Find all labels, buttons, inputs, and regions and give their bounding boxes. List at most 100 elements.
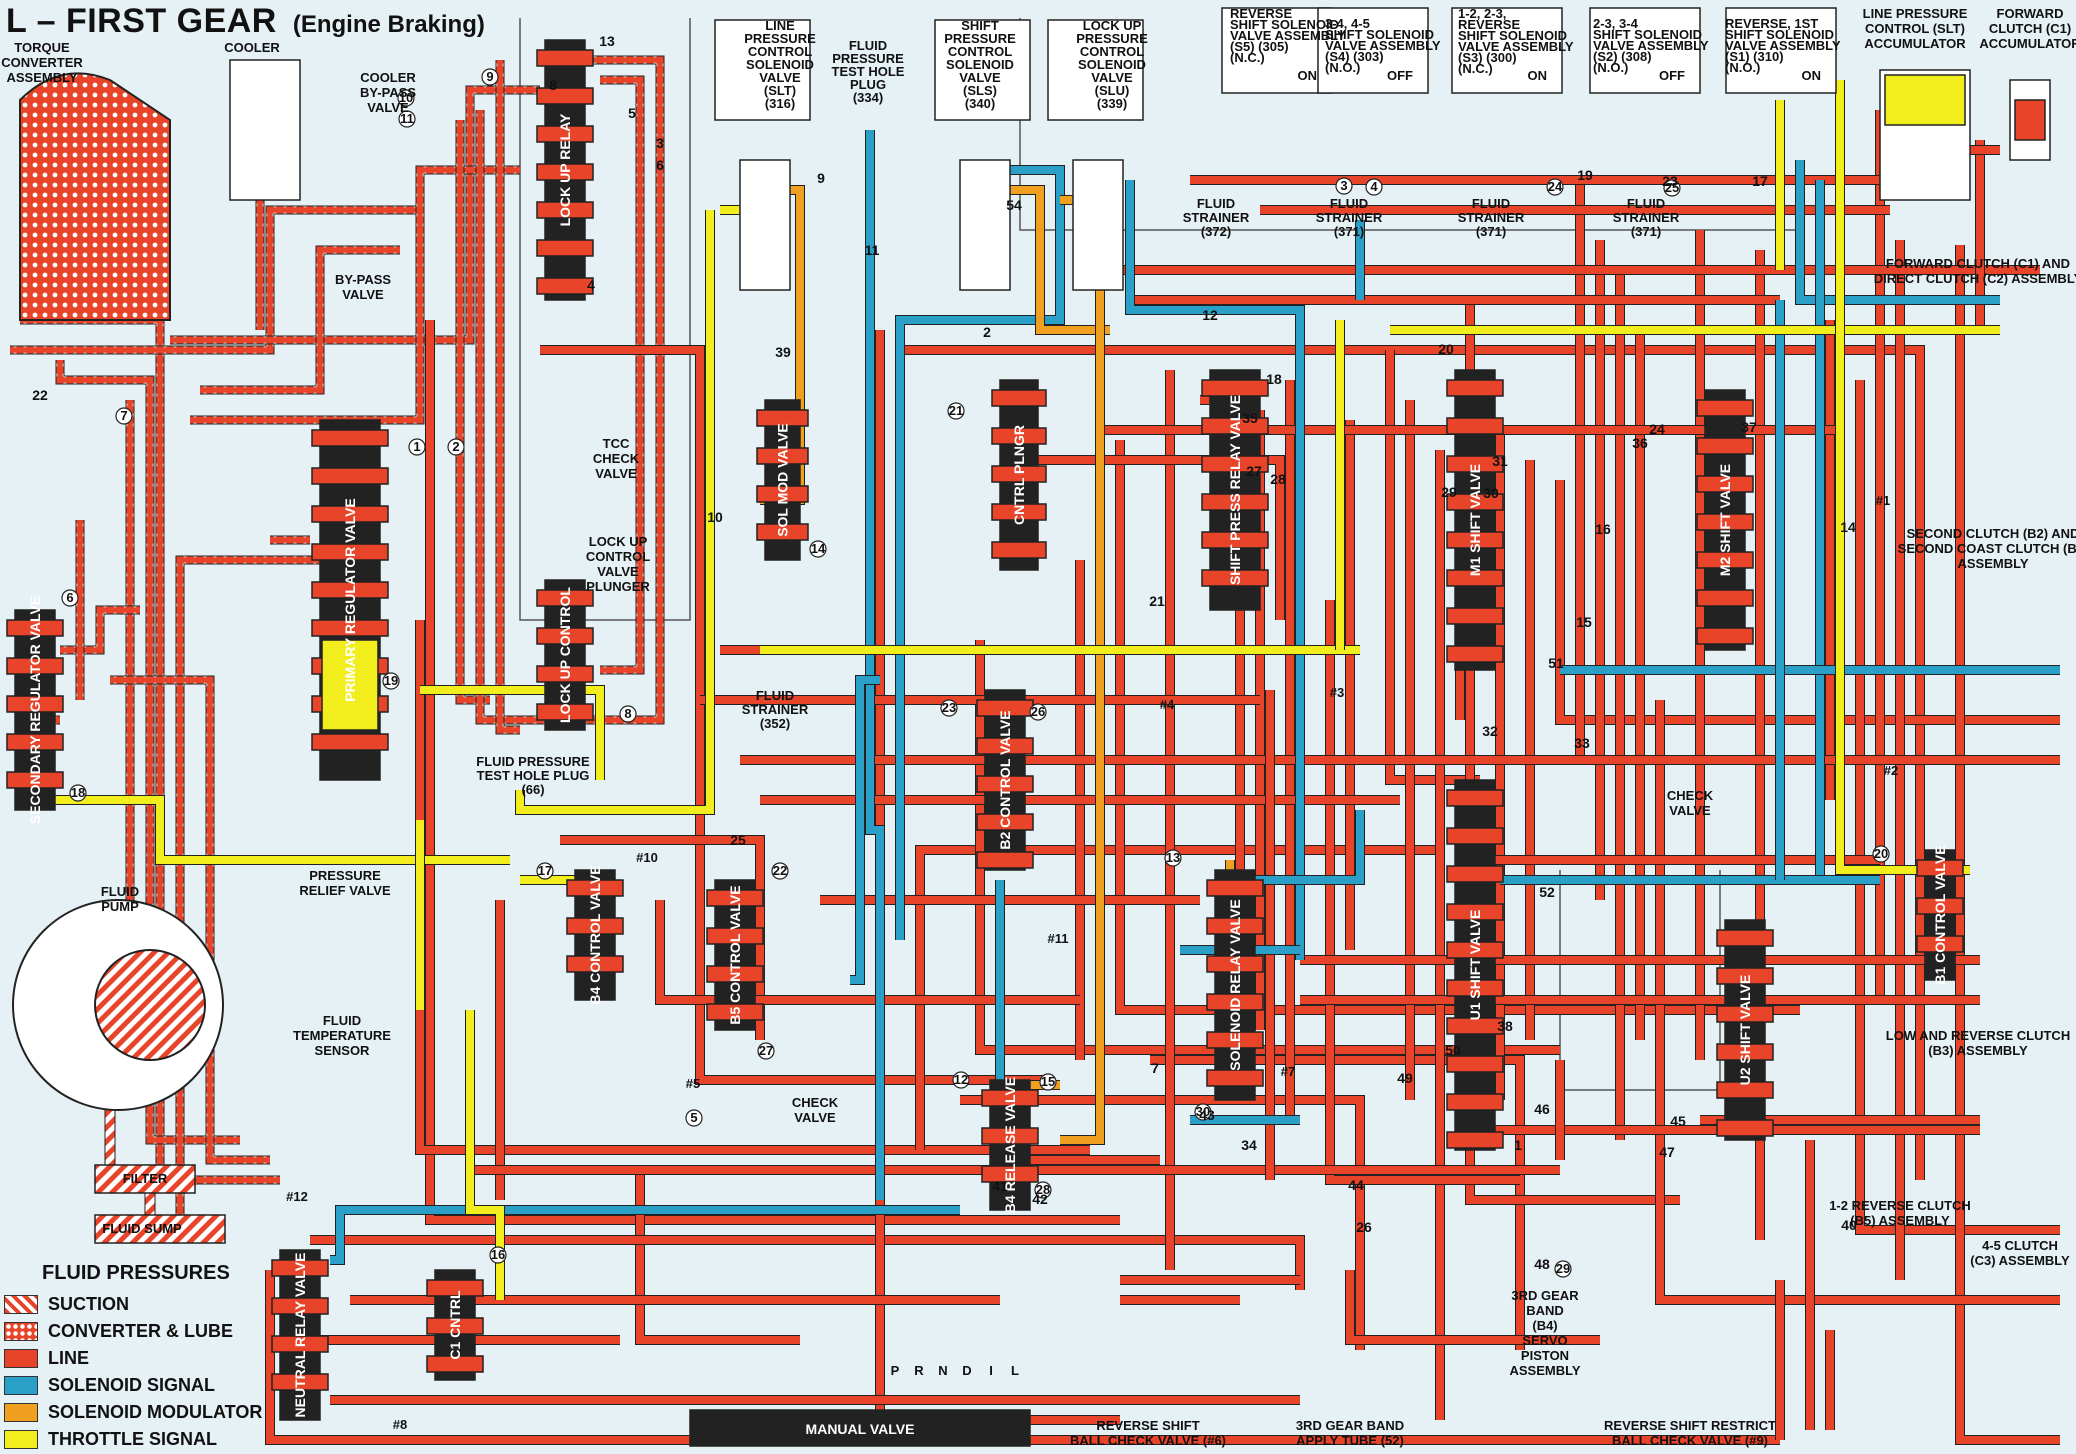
legend-heading: FLUID PRESSURES — [42, 1262, 230, 1284]
tcc-check-label: VALVE — [595, 466, 637, 481]
m1-shift-valve-land — [1446, 417, 1504, 435]
line-pressure-passage — [1386, 350, 1480, 784]
primary-regulator-valve-land — [311, 505, 389, 523]
s3-label: (N.C.) — [1458, 61, 1493, 76]
s1-label: (N.O.) — [1725, 60, 1760, 75]
circle-ref-number: 26 — [1031, 704, 1045, 719]
converter-lube-passage — [540, 56, 664, 724]
circle-ref-number: 7 — [120, 408, 127, 423]
m1-shift-valve-land — [1446, 531, 1504, 549]
pressure-relief-label: RELIEF VALVE — [299, 883, 391, 898]
sls-label: SOLENOID — [946, 57, 1014, 72]
u1-shift-valve-land — [1446, 1131, 1504, 1149]
slu-label: (339) — [1097, 96, 1127, 111]
circle-ref-icon — [771, 862, 789, 880]
passage-number: 46 — [1534, 1101, 1550, 1117]
legend-label: SOLENOID SIGNAL — [48, 1375, 216, 1395]
solenoid-relay-valve — [1214, 869, 1256, 1101]
shift-press-relay-valve-land — [1201, 569, 1269, 587]
primary-regulator-valve-land — [311, 581, 389, 599]
u1-shift-valve-land — [1446, 1017, 1504, 1035]
converter-lube-passage — [110, 676, 270, 1164]
lock-up-control-valve-land — [536, 703, 594, 721]
shift-press-relay-valve-land — [1201, 379, 1269, 397]
solenoid-valve-slu-plunger — [1072, 159, 1124, 291]
solenoid-relay-valve-label: SOLENOID RELAY VALVE — [1227, 899, 1243, 1070]
test-plug-334-label: PRESSURE — [832, 51, 904, 66]
s5-label: SHIFT SOLENOID — [1230, 17, 1339, 32]
passage-number: 18 — [1266, 371, 1282, 387]
bypass-valve-label: BY-PASS — [335, 272, 391, 287]
sls-label: PRESSURE — [944, 31, 1016, 46]
solenoid-signal-passage — [1126, 180, 1304, 960]
secondary-regulator-valve-label: SECONDARY REGULATOR VALVE — [27, 596, 43, 824]
strainer-352-label: FLUID — [756, 688, 794, 703]
solenoid-relay-valve-land — [1206, 1069, 1264, 1087]
passage-number: 6 — [656, 157, 664, 173]
sol-mod-valve-land — [756, 485, 809, 503]
passage-number: 33 — [1574, 735, 1590, 751]
solenoid-s5-state: ON — [1298, 68, 1318, 83]
b2-control-valve-land — [976, 813, 1034, 831]
lockup-plunger-label: PLUNGER — [586, 579, 650, 594]
cooler-bypass-label: BY-PASS — [360, 85, 416, 100]
shift-solenoid-s3-body — [1451, 7, 1563, 94]
c1-control-valve-land — [426, 1355, 484, 1373]
strainer-371b-label: STRAINER — [1458, 210, 1525, 225]
u1-shift-valve-land — [1446, 789, 1504, 807]
passage-number: 49 — [1397, 1070, 1413, 1086]
shift-press-relay-valve-land — [1201, 417, 1269, 435]
title-mode: (Engine Braking) — [292, 11, 485, 38]
lock-up-control-valve-land — [536, 665, 594, 683]
lockup-plunger-label: CONTROL — [586, 549, 650, 564]
fluid-sump-shape — [94, 1214, 226, 1244]
u2-shift-valve-land — [1716, 929, 1774, 947]
slu-label: SOLENOID — [1078, 57, 1146, 72]
legend-label: LINE — [48, 1348, 90, 1368]
circle-ref-icon — [1039, 1073, 1057, 1091]
passage-number: 23 — [1662, 173, 1678, 189]
b4-release-valve-land — [981, 1089, 1039, 1107]
legend-label: SUCTION — [48, 1294, 129, 1314]
throttle-signal-passage — [50, 796, 510, 864]
u2-shift-valve-land — [1716, 1043, 1774, 1061]
u1-shift-valve-land — [1446, 979, 1504, 997]
circle-ref-icon — [1034, 1181, 1052, 1199]
filter-shape — [94, 1164, 196, 1194]
slt-label: (316) — [765, 96, 795, 111]
check-ball-label: #8 — [393, 1417, 407, 1432]
passage-number: 8 — [549, 77, 557, 93]
neutral-relay-valve — [279, 1249, 321, 1421]
b5-label: (B5) ASSEMBLY — [1850, 1213, 1950, 1228]
circle-ref-number: 23 — [942, 700, 956, 715]
circle-ref-number: 3 — [1340, 178, 1347, 193]
test-plug-66-label: FLUID PRESSURE — [476, 754, 590, 769]
b3-label: LOW AND REVERSE CLUTCH — [1886, 1028, 2070, 1043]
throttle-signal-passage — [516, 210, 714, 814]
check-ball-label: #2 — [1884, 763, 1898, 778]
u2-shift-valve-land — [1716, 1005, 1774, 1023]
passage-number: 25 — [730, 832, 746, 848]
s1-label: VALVE ASSEMBLY — [1725, 38, 1841, 53]
legend-label: SOLENOID MODULATOR — [48, 1402, 263, 1422]
m1-shift-valve-land — [1446, 645, 1504, 663]
test-plug-334-label: FLUID — [849, 38, 887, 53]
solenoid-relay-valve-land — [1206, 993, 1264, 1011]
converter-lube-passage — [600, 76, 644, 674]
shifter-position: D — [962, 1363, 971, 1378]
s4-label: SHIFT SOLENOID — [1325, 27, 1434, 42]
s3-label: (S3) (300) — [1458, 50, 1517, 65]
check-valve-a-label: CHECK — [1667, 788, 1714, 803]
u1-shift-valve-label: U1 SHIFT VALVE — [1467, 910, 1483, 1021]
b1-control-valve-land — [1916, 897, 1964, 915]
m2-shift-valve-land — [1696, 437, 1754, 455]
slt-label: (SLT) — [764, 83, 796, 98]
check-ball-label: #3 — [1330, 685, 1344, 700]
b2-control-valve-label: B2 CONTROL VALVE — [997, 710, 1013, 849]
s4-label: (N.O.) — [1325, 60, 1360, 75]
band-servo-label: 3RD GEAR — [1511, 1288, 1579, 1303]
s1-label: REVERSE, 1ST — [1725, 16, 1818, 31]
b5-control-valve-land — [706, 1003, 764, 1021]
strainer-352-label: (352) — [760, 716, 790, 731]
